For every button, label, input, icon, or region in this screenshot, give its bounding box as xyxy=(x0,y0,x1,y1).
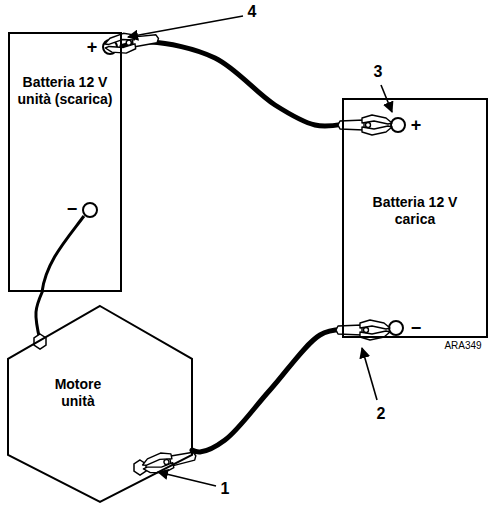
terminal-sign: − xyxy=(67,200,78,218)
callout-number: 4 xyxy=(248,4,257,20)
hexagon-shape xyxy=(8,306,192,502)
hexagon-outline xyxy=(8,306,192,502)
jumper-cable xyxy=(122,42,342,126)
terminal-sign: + xyxy=(87,38,98,56)
callout-number: 2 xyxy=(377,406,386,422)
jumper-clamp xyxy=(141,446,198,477)
terminal xyxy=(389,321,403,335)
jumper-clamp xyxy=(338,115,392,135)
leader-arrow xyxy=(128,16,243,37)
terminal xyxy=(83,203,97,217)
jumper-cable xyxy=(192,330,342,452)
terminal-sign: + xyxy=(411,116,422,134)
callout-number: 3 xyxy=(374,64,383,80)
ground-wire xyxy=(36,292,42,341)
node-label: Batteria 12 V carica xyxy=(355,194,475,228)
ground-wire xyxy=(42,216,84,292)
terminal-sign: − xyxy=(411,319,422,337)
leader-arrow xyxy=(158,472,216,486)
terminal xyxy=(391,118,405,132)
engine-hexagon: Motore unità xyxy=(8,306,192,502)
callout-number: 1 xyxy=(221,481,230,497)
battery-box: Batteria 12 V unità (scarica) xyxy=(8,32,122,292)
figure-code: ARA349 xyxy=(444,341,481,351)
node-label: Batteria 12 V unità (scarica) xyxy=(17,74,113,108)
leader-arrow xyxy=(362,348,377,400)
battery-box: Batteria 12 V carica xyxy=(342,98,488,338)
node-label: Motore unità xyxy=(38,376,118,410)
